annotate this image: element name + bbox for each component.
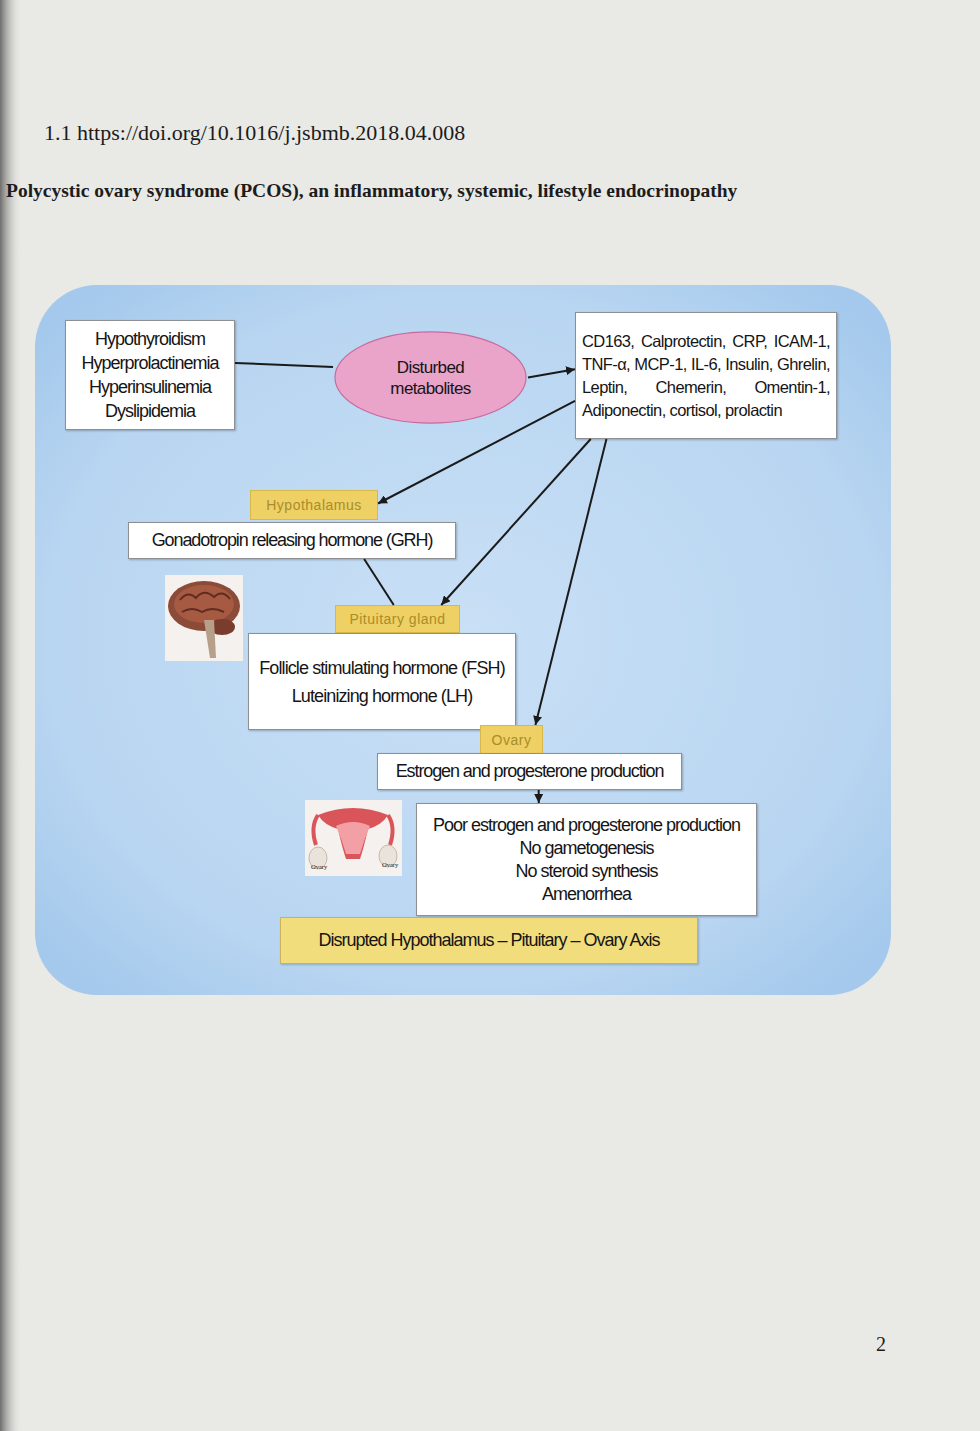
node-text: Disrupted Hypothalamus – Pituitary – Ova… [318, 930, 659, 951]
node-text: No gametogenesis [519, 837, 653, 860]
connector-arrow [364, 559, 394, 605]
organ-tag: Hypothalamus [250, 490, 378, 520]
metabolite-ellipse: Disturbed metabolites [333, 330, 528, 425]
connector-arrow [538, 790, 540, 803]
ellipse-shape [335, 332, 526, 423]
node-text: Ovary [492, 732, 532, 748]
node-text: Estrogen and progesterone production [396, 761, 664, 782]
node-text: Hypothalamus [266, 497, 362, 513]
node-text: Pituitary gland [349, 611, 445, 627]
marker-list-box: CD163, Calprotectin, CRP, ICAM-1, TNF-α,… [575, 312, 837, 439]
node-text: Gonadotropin releasing hormone (GRH) [152, 530, 433, 551]
connector-arrow [235, 363, 333, 367]
ovary-label: Ovary [311, 863, 327, 870]
node-text: Hypothyroidism [95, 327, 205, 351]
process-box: Estrogen and progesterone production [377, 753, 682, 790]
page-number: 2 [876, 1333, 886, 1356]
node-text: Amenorrhea [542, 883, 631, 906]
doi-reference: 1.1 https://doi.org/10.1016/j.jsbmb.2018… [44, 120, 465, 146]
node-text: Hyperprolactinemia [81, 351, 218, 375]
node-text: Dyslipidemia [105, 399, 195, 423]
condition-box: HypothyroidismHyperprolactinemiaHyperins… [65, 320, 235, 430]
outcome-box: Poor estrogen and progesterone productio… [416, 803, 757, 916]
figure-title: Polycystic ovary syndrome (PCOS), an inf… [6, 180, 737, 202]
ellipse-outline [333, 330, 528, 425]
node-text: Disturbed metabolites [375, 357, 487, 399]
axis-band: Disrupted Hypothalamus – Pituitary – Ova… [280, 917, 698, 964]
node-text: Hyperinsulinemia [89, 375, 211, 399]
organ-tag: Pituitary gland [335, 605, 460, 633]
hormone-box: Gonadotropin releasing hormone (GRH) [128, 522, 456, 559]
node-text: No steroid synthesis [515, 860, 657, 883]
brain-illustration [165, 575, 243, 661]
node-text: CD163, Calprotectin, CRP, ICAM-1, TNF-α,… [582, 330, 830, 422]
connector-arrow [535, 439, 606, 725]
node-text: Poor estrogen and progesterone productio… [433, 814, 740, 837]
hormone-box: Follicle stimulating hormone (FSH)Lutein… [248, 633, 516, 730]
page-edge-shadow [0, 0, 22, 1431]
uterus-illustration [305, 800, 402, 876]
connector-arrow [528, 369, 575, 377]
node-text: Luteinizing hormone (LH) [292, 682, 473, 710]
ovary-label: Ovary [382, 861, 398, 868]
connector-arrow [441, 439, 590, 605]
organ-tag: Ovary [480, 725, 543, 755]
diagram-panel [35, 285, 891, 995]
node-text: Follicle stimulating hormone (FSH) [259, 654, 504, 682]
